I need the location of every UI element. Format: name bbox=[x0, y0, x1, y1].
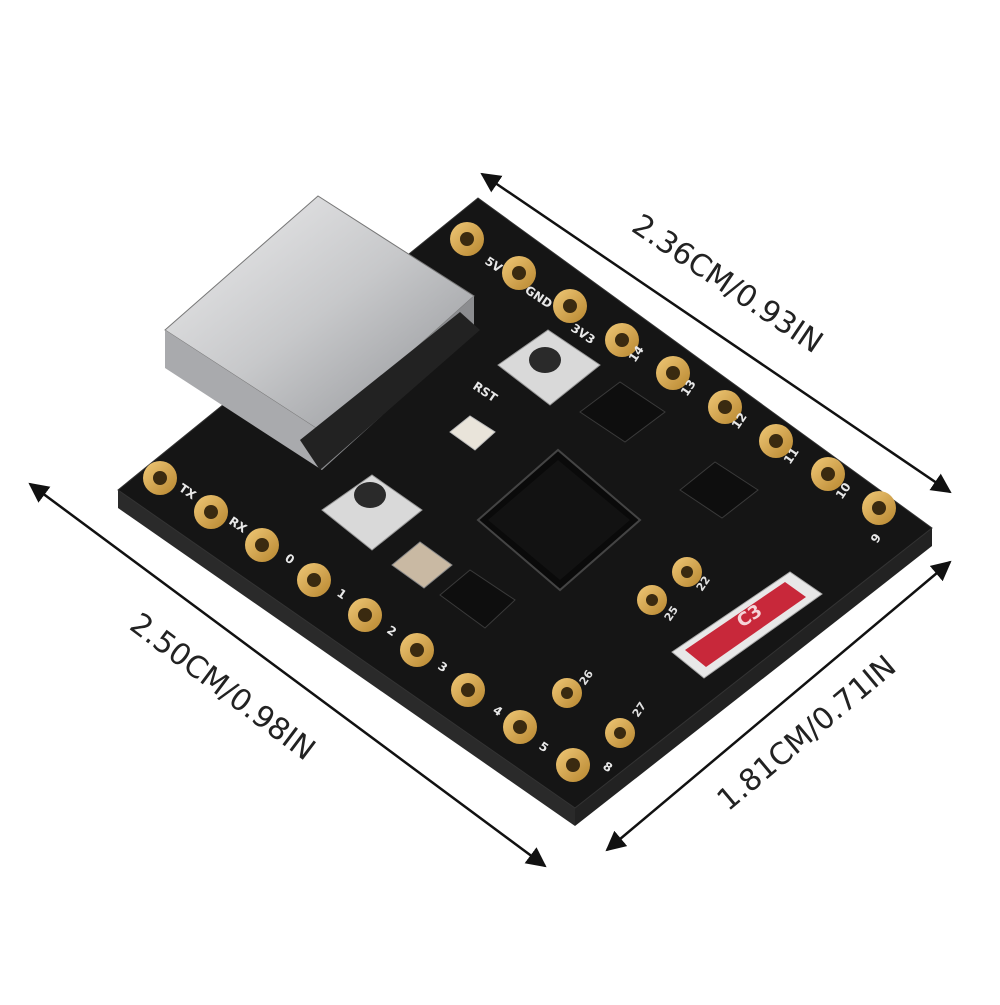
right-edge-arrow bbox=[605, 560, 952, 852]
dimension-left: 2.50CM/0.98IN bbox=[123, 606, 321, 767]
usb-c-connector[interactable] bbox=[164, 195, 480, 470]
left-edge-arrow bbox=[28, 482, 547, 868]
top-edge-arrow bbox=[480, 172, 952, 494]
